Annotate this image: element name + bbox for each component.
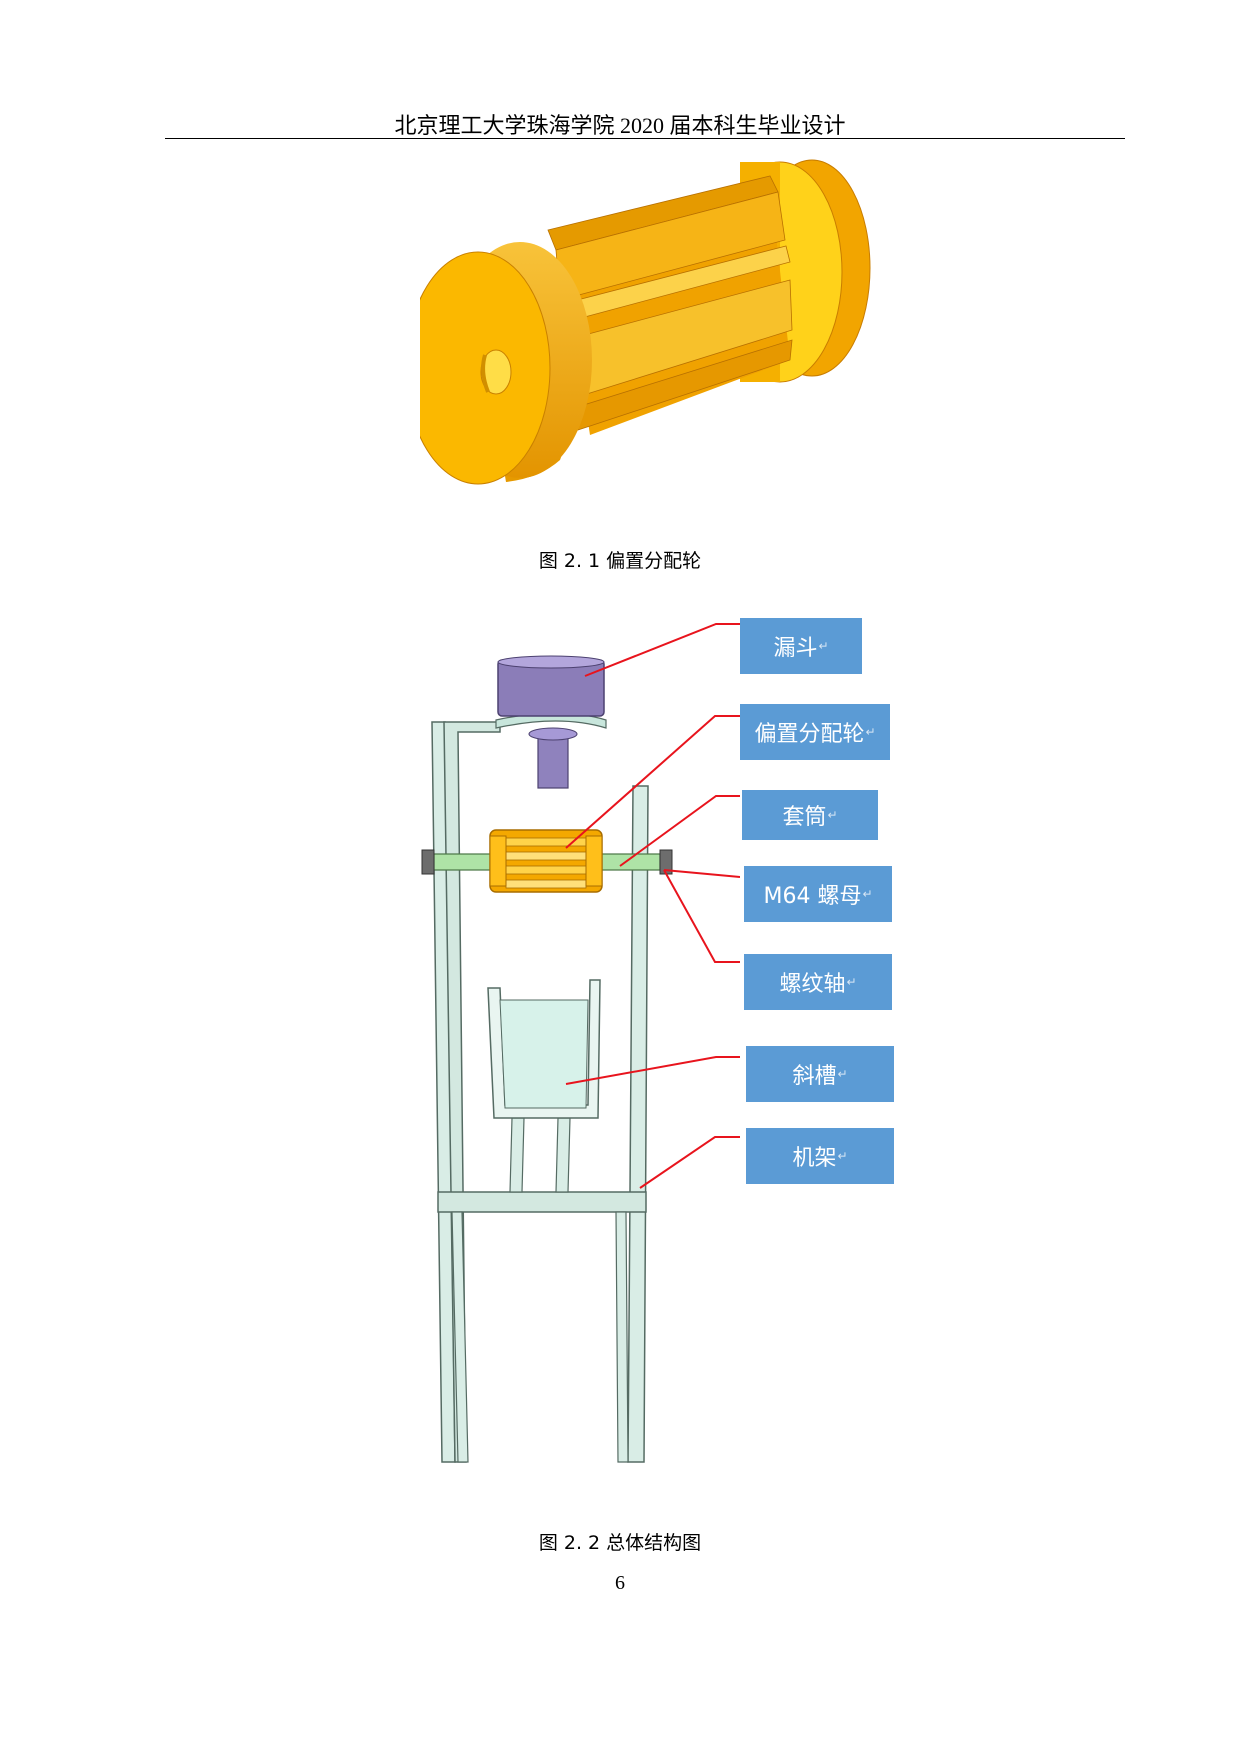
nut-left — [421, 849, 435, 875]
leader-hopper — [584, 623, 740, 677]
shaft-bore — [480, 349, 512, 395]
leader-sleeve — [619, 795, 740, 867]
running-header: 北京理工大学珠海学院 2020 届本科生毕业设计 — [394, 113, 846, 138]
leader-lines — [565, 623, 740, 1189]
leader-nut — [663, 869, 740, 878]
figure-2-2-caption: 图 2. 2 总体结构图 — [538, 1532, 702, 1554]
label-sleeve: 套筒↵ — [742, 790, 878, 840]
leader-frame — [639, 1136, 740, 1189]
header-rule — [165, 138, 1125, 139]
leader-chute — [565, 1056, 740, 1085]
label-frame: 机架↵ — [746, 1128, 894, 1184]
leader-wheel — [565, 715, 740, 849]
frame-cross-beam — [437, 1191, 647, 1213]
label-threaded-shaft: 螺纹轴↵ — [744, 954, 892, 1010]
page-number: 6 — [615, 1572, 625, 1594]
frame-right-upright — [627, 785, 649, 1463]
chute-support — [509, 1117, 525, 1193]
overall-structure-figure — [421, 623, 740, 1463]
leader-shaft — [663, 869, 740, 963]
label-offset-wheel: 偏置分配轮↵ — [740, 704, 890, 760]
figure-2-1-caption: 图 2. 1 偏置分配轮 — [538, 550, 702, 572]
label-hopper: 漏斗↵ — [740, 618, 862, 674]
distribution-wheel-figure — [420, 159, 871, 485]
label-m64-nut: M64 螺母↵ — [744, 866, 892, 922]
label-chute: 斜槽↵ — [746, 1046, 894, 1102]
hopper-spout — [537, 737, 569, 789]
